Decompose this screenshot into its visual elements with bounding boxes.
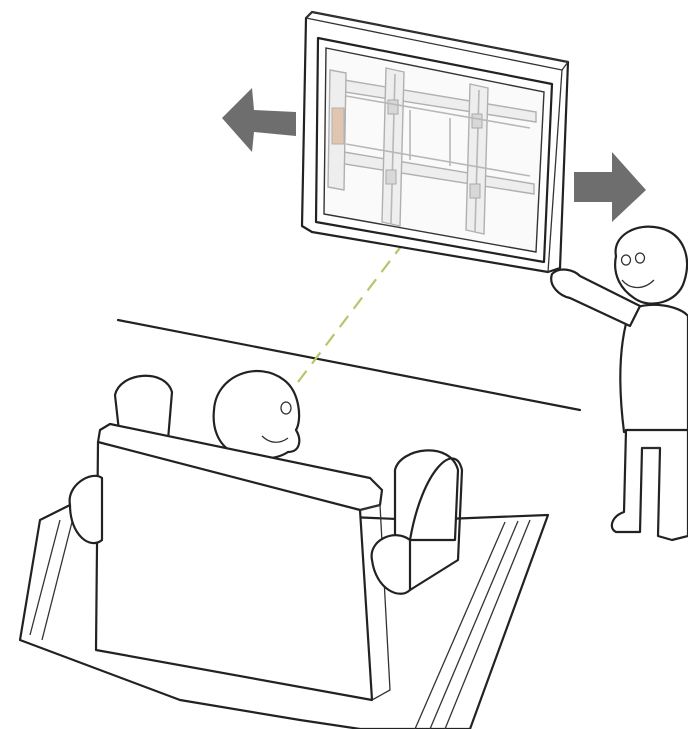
arrow-right-icon xyxy=(574,152,646,222)
sightline xyxy=(298,228,415,382)
arrow-left-icon xyxy=(222,88,296,152)
tv-screen-frame xyxy=(302,12,568,272)
wall-floor-line xyxy=(118,320,580,410)
viewer-person xyxy=(214,371,300,459)
standing-person-legs xyxy=(612,430,688,540)
sofa-back-right-roll xyxy=(395,450,458,540)
standing-person xyxy=(551,227,688,540)
